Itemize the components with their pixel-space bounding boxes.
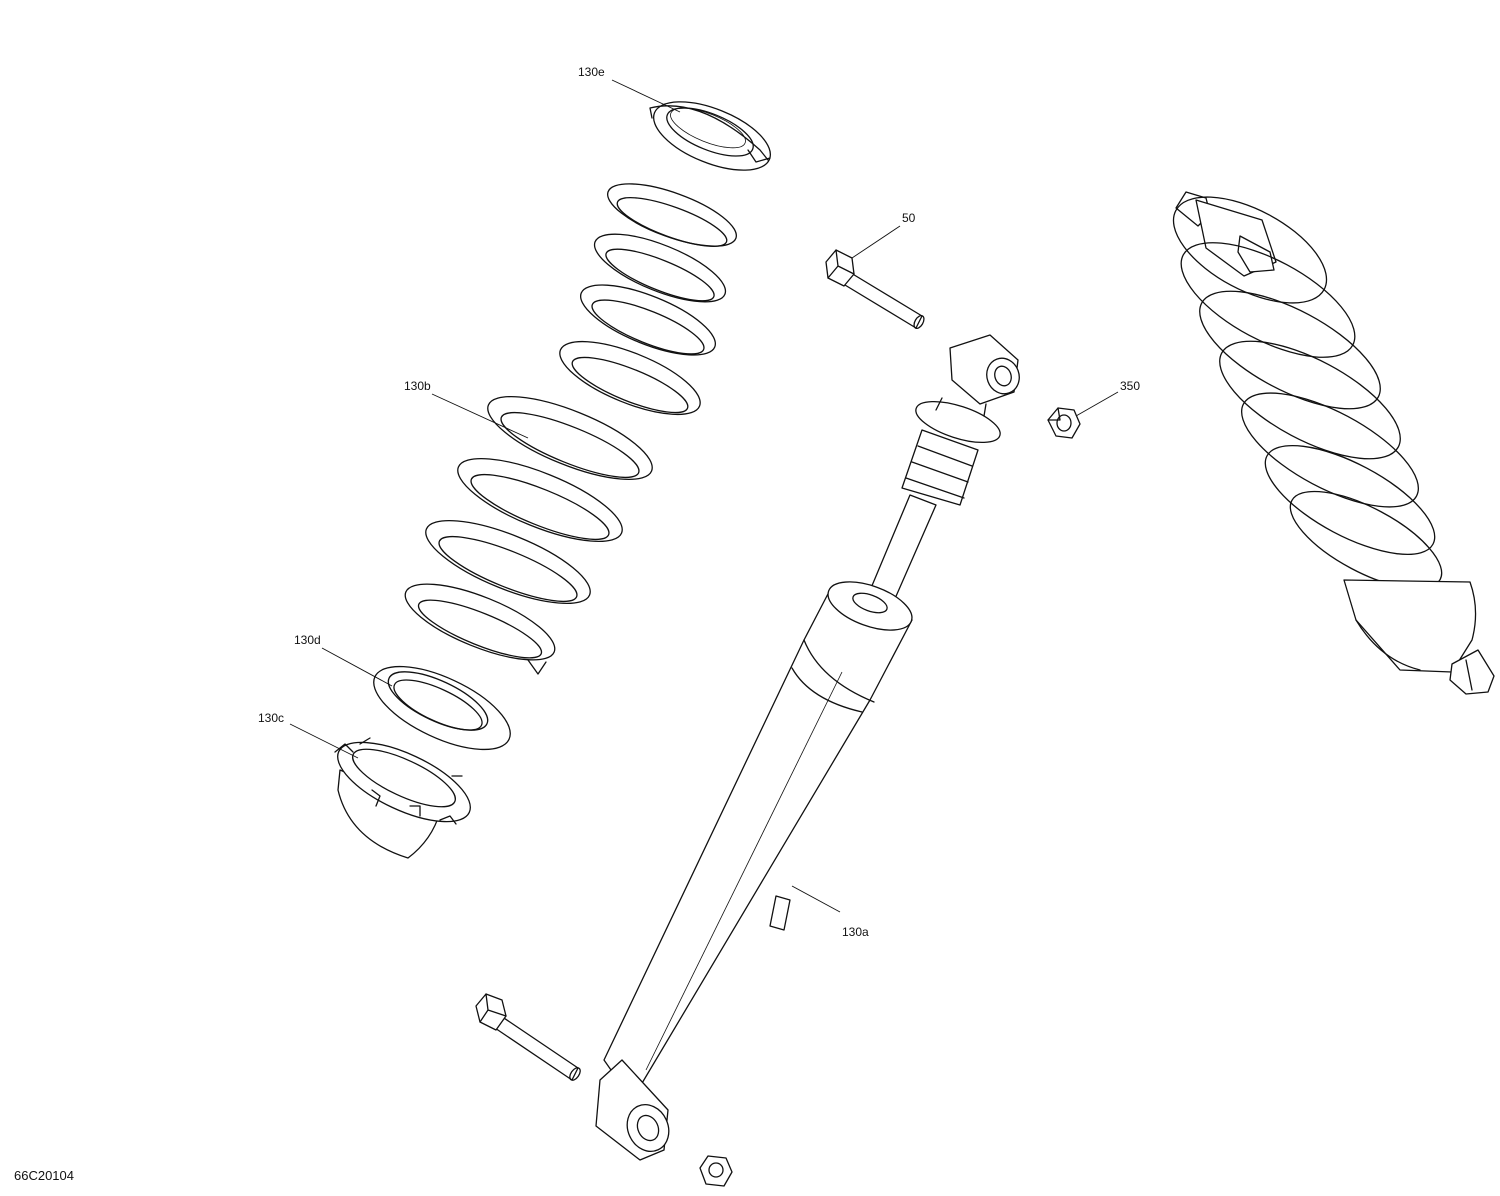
- coil-spring-130b[interactable]: [396, 171, 743, 675]
- drawing-reference: 66C20104: [14, 1168, 74, 1183]
- assembled-shock-absorber[interactable]: [1157, 175, 1495, 695]
- adjuster-ring-130c[interactable]: [327, 726, 481, 859]
- callout-130d: 130d: [294, 633, 321, 647]
- shock-absorber-130a[interactable]: [595, 334, 1024, 1161]
- leader-130a: [791, 885, 841, 913]
- callout-leaders: [289, 79, 1119, 913]
- nut-350-upper[interactable]: [1047, 407, 1081, 439]
- callout-350: 350: [1120, 379, 1140, 393]
- leader-130e: [611, 79, 681, 113]
- leader-130d: [321, 647, 393, 687]
- bolt-lower[interactable]: [475, 993, 582, 1082]
- bolt-50-upper[interactable]: [825, 249, 926, 330]
- nut-lower[interactable]: [699, 1155, 733, 1187]
- upper-spring-seat-130e[interactable]: [644, 88, 779, 185]
- callout-130b: 130b: [404, 379, 431, 393]
- callout-130c: 130c: [258, 711, 284, 725]
- leader-130b: [431, 393, 529, 439]
- callout-50: 50: [902, 211, 916, 225]
- callout-130a: 130a: [842, 925, 869, 939]
- callout-130e: 130e: [578, 65, 605, 79]
- leader-130c: [289, 723, 359, 759]
- leader-50: [851, 225, 901, 259]
- leader-350: [1075, 391, 1119, 417]
